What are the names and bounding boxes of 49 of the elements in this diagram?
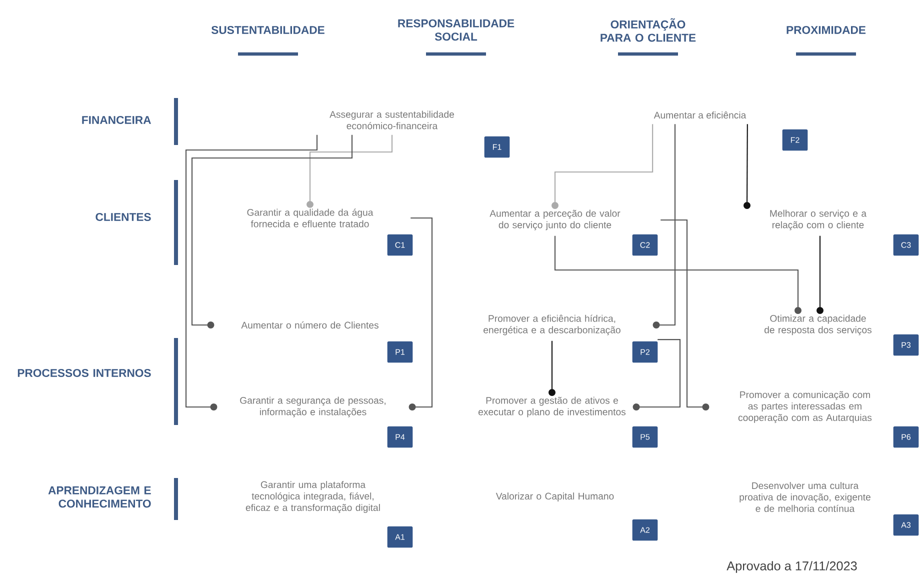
connector <box>632 339 681 410</box>
code-badge: P2 <box>632 341 658 363</box>
approval-note: Aprovado a 17/11/2023 <box>726 561 857 573</box>
objective-text: Garantir uma plataforma tecnológica integrada, fiável, eficaz e a transformação digital <box>246 481 380 513</box>
objective-text: Aumentar a eficiência <box>654 111 746 119</box>
connector <box>306 134 393 208</box>
objective-text: Assegurar a sustentabilidade económico-financeira <box>330 110 454 130</box>
connector <box>185 134 318 410</box>
connector <box>660 219 710 410</box>
column-header: SUSTENTABILIDADE <box>211 26 324 34</box>
connector <box>548 340 556 396</box>
connector <box>554 236 802 314</box>
objective-text: Promover a gestão de ativos e executar o plano de investimentos <box>478 396 626 418</box>
objective-text: Promover a comunicação com as partes interessadas em cooperação com as Autarquias <box>738 391 872 423</box>
code-badge: C3 <box>893 234 919 256</box>
code-badge: C2 <box>632 234 658 256</box>
connector <box>744 124 750 209</box>
code-badge: A3 <box>893 514 919 536</box>
code-badge: P1 <box>387 341 413 363</box>
code-badge: P4 <box>387 426 413 448</box>
code-badge: F1 <box>484 136 510 158</box>
connector <box>652 124 676 328</box>
code-badge: A2 <box>632 519 658 541</box>
objective-text: Promover a eficiência hídrica, energética e a descarbonização <box>484 314 620 336</box>
perspective-label: CLIENTES <box>96 213 151 221</box>
code-badge: F2 <box>782 129 808 151</box>
objective-text: Garantir a segurança de pessoas, informação e instalações <box>240 396 386 418</box>
connector <box>552 124 654 209</box>
objective-text: Aumentar a perceção de valor do serviço junto do cliente <box>490 210 620 230</box>
objective-text: Garantir a qualidade da água fornecida e efluente tratado <box>247 208 374 228</box>
objective-text: Valorizar o Capital Humano <box>496 492 614 502</box>
code-badge: C1 <box>387 234 413 256</box>
code-badge: P5 <box>632 426 658 448</box>
objective-text: Desenvolver uma cultura proativa de inovação, exigente e de melhoria contínua <box>740 482 870 512</box>
connector <box>191 134 353 328</box>
code-badge: P3 <box>893 334 919 356</box>
code-badge: P6 <box>893 426 919 448</box>
code-badge: A1 <box>387 526 413 548</box>
connector <box>408 217 433 410</box>
perspective-label: APRENDIZAGEM E CONHECIMENTO <box>48 486 151 508</box>
column-header: ORIENTAÇÃO PARA O CLIENTE <box>600 18 696 42</box>
perspective-label: FINANCEIRA <box>82 116 151 124</box>
connector <box>816 236 824 314</box>
column-header: RESPONSABILIDADE SOCIAL <box>398 19 514 41</box>
objective-text: Aumentar o número de Clientes <box>241 321 378 329</box>
perspective-label: PROCESSOS INTERNOS <box>18 369 151 377</box>
objective-text: Melhorar o serviço e a relação com o cliente <box>770 210 867 230</box>
column-header: PROXIMIDADE <box>786 26 866 34</box>
objective-text: Otimizar a capacidade de resposta dos serviços <box>764 314 872 336</box>
